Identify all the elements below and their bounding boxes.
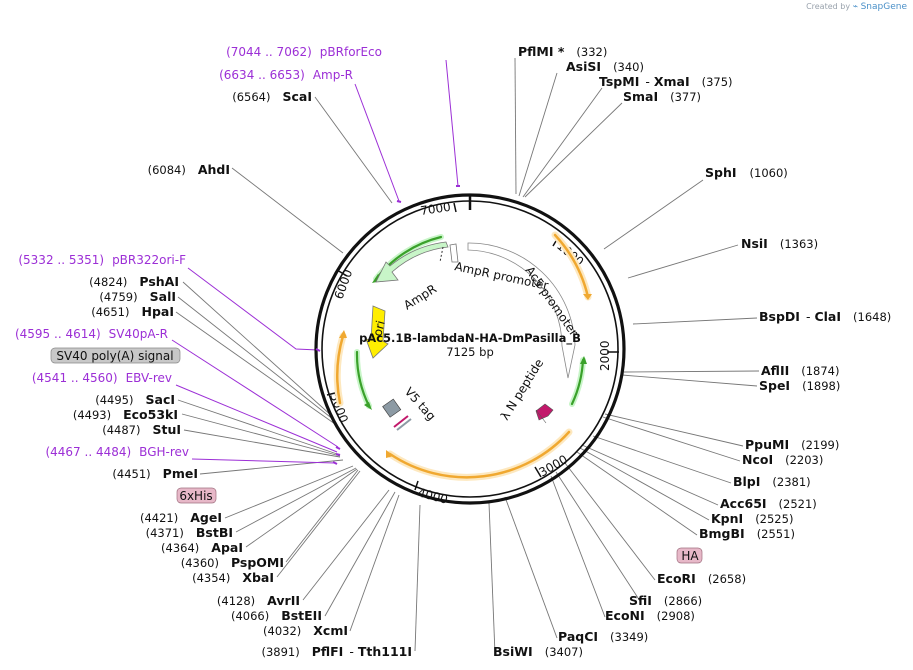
plasmid-name: pAc5.1B-lambdaN-HA-DmPasilla_B [359, 331, 581, 346]
site-sfii: SfiI(2866) [629, 593, 702, 608]
sv40-label: SV40 poly(A) signal [56, 349, 173, 363]
primer-marks [315, 185, 460, 465]
site-xbai: (4354)XbaI [192, 570, 274, 585]
snapgene-logo-icon: ⌁ [852, 2, 859, 12]
ac5-label: Ac5 promoter [523, 264, 581, 339]
site-bmgbi: BmgBI(2551) [699, 526, 795, 541]
orf-arcs [333, 231, 592, 481]
ampr-label: AmpR [401, 282, 439, 313]
boxed-labels: SV40 poly(A) signal 6xHis HA [50, 347, 703, 564]
ha-label: HA [681, 549, 699, 563]
ha-box [676, 547, 703, 564]
lambda-n-peptide-arrow [535, 403, 554, 421]
primer-sv40pa-r: (4595 .. 4614)SV40pA-R [15, 327, 168, 341]
enzyme-labels-right: PflMI *(332) AsiSI(340) TspMI-XmaI(375) … [493, 44, 891, 659]
site-tspmi-xmai: TspMI-XmaI(375) [599, 74, 733, 89]
credit-app: SnapGene [860, 2, 907, 12]
site-blpi: BlpI(2381) [733, 474, 811, 489]
tick-2000: 2000 [598, 340, 612, 371]
site-bsiwi: BsiWI(3407) [493, 644, 583, 659]
ampr-arrow [375, 241, 449, 283]
site-sphi: SphI(1060) [705, 165, 788, 180]
site-ppumi: PpuMI(2199) [745, 437, 839, 452]
site-spei: SpeI(1898) [759, 378, 840, 393]
site-kpni: KpnI(2525) [711, 511, 793, 526]
leader-lines [175, 57, 760, 655]
primer-pbr322ori-f: (5332 .. 5351)pBR322ori-F [18, 253, 186, 267]
ori-label: ori [370, 319, 388, 338]
site-pshai: (4824)PshAI [89, 274, 179, 289]
site-acc65i: Acc65I(2521) [720, 496, 817, 511]
site-aflii: AflII(1874) [761, 363, 840, 378]
site-stui: (4487)StuI [102, 422, 181, 437]
primer-ebv-rev: (4541 .. 4560)EBV-rev [32, 371, 172, 385]
primer-lines [171, 59, 459, 464]
plasmid-size: 7125 bp [446, 345, 494, 359]
v5-tag-box [382, 398, 402, 418]
site-eco53ki: (4493)Eco53kI [73, 407, 178, 422]
primer-amp-r: (6634 .. 6653)Amp-R [219, 68, 353, 82]
site-hpai: (4651)HpaI [91, 304, 174, 319]
primer-labels: (7044 .. 7062)pBRforEco (6634 .. 6653)Am… [15, 45, 382, 459]
site-avrii: (4128)AvrII [217, 593, 300, 608]
ampr-promoter-arrow [449, 243, 459, 263]
site-econi: EcoNI(2908) [605, 608, 695, 623]
site-pflfi-tth111i: (3891)PflFI-Tth111I [261, 644, 412, 659]
site-asisi: AsiSI(340) [566, 59, 644, 74]
site-saci: (4495)SacI [95, 392, 175, 407]
site-pspomi: (4360)PspOMI [181, 555, 284, 570]
site-ncoi: NcoI(2203) [742, 452, 823, 467]
site-nsii: NsiI(1363) [741, 236, 818, 251]
site-apai: (4364)ApaI [161, 540, 243, 555]
sixhis-box [176, 487, 217, 504]
site-scai: (6564)ScaI [232, 89, 312, 104]
snapgene-credit: Created by ⌁ SnapGene [806, 2, 907, 12]
site-xcmi: (4032)XcmI [263, 623, 348, 638]
site-agei: (4421)AgeI [140, 510, 222, 525]
site-bstbi: (4371)BstBI [146, 525, 233, 540]
site-smai: SmaI(377) [623, 89, 701, 104]
ac5-promoter-arrow [467, 242, 576, 379]
green-arc-2000 [569, 357, 586, 407]
site-bsteii: (4066)BstEII [231, 608, 322, 623]
sixhis-label: 6xHis [179, 489, 212, 503]
ori-arrow [365, 305, 389, 359]
site-ecori: EcoRI(2658) [657, 571, 746, 586]
credit-text: Created by [806, 2, 851, 11]
site-bspdi-clai: BspDI-ClaI(1648) [759, 309, 891, 324]
tick-7000: 7000 [419, 200, 451, 218]
primer-bgh-rev: (4467 .. 4484)BGH-rev [45, 445, 189, 459]
site-paqci: PaqCI(3349) [558, 629, 648, 644]
enzyme-labels-left: (6564)ScaI (6084)AhdI (4824)PshAI (4759)… [73, 89, 412, 659]
site-pmei: (4451)PmeI [112, 466, 198, 481]
site-ahdi: (6084)AhdI [148, 162, 230, 177]
site-pflmi: PflMI *(332) [518, 44, 607, 59]
tick-4000: 4000 [416, 485, 449, 506]
site-sali: (4759)SalI [99, 289, 176, 304]
sv40-box [50, 347, 181, 364]
primer-pbrforeco: (7044 .. 7062)pBRforEco [226, 45, 382, 59]
